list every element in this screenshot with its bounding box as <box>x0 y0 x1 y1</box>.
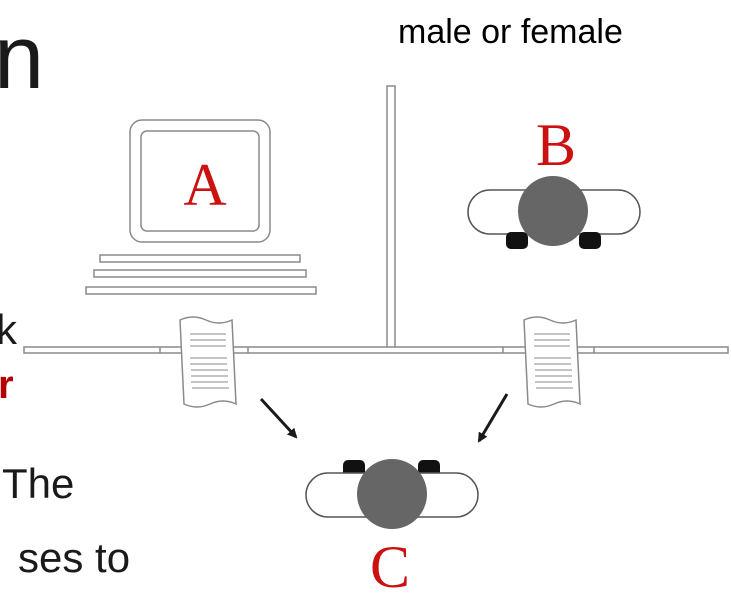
label-c: C <box>370 534 410 593</box>
slide-text-fragment-1: k <box>0 306 18 353</box>
arrow-right-to-c-icon <box>477 393 509 443</box>
slide-text-fragment-4: ses to <box>18 534 130 581</box>
person-c-icon <box>305 459 479 529</box>
slide-text-fragment-3: The <box>2 460 74 507</box>
arrow-left-to-c-icon <box>259 397 298 439</box>
label-b: B <box>536 112 576 178</box>
vertical-wall <box>386 85 396 349</box>
slide-title-fragment: n <box>0 8 44 108</box>
paper-slip-right-icon <box>523 316 581 408</box>
label-a: A <box>183 152 226 218</box>
person-b-icon <box>467 176 641 249</box>
paper-slip-left-icon <box>179 316 237 408</box>
computer-icon <box>85 119 317 295</box>
caption-male-or-female: male or female <box>398 13 623 51</box>
slide-text-fragment-2: r <box>0 363 14 407</box>
horizontal-wall <box>23 346 729 354</box>
